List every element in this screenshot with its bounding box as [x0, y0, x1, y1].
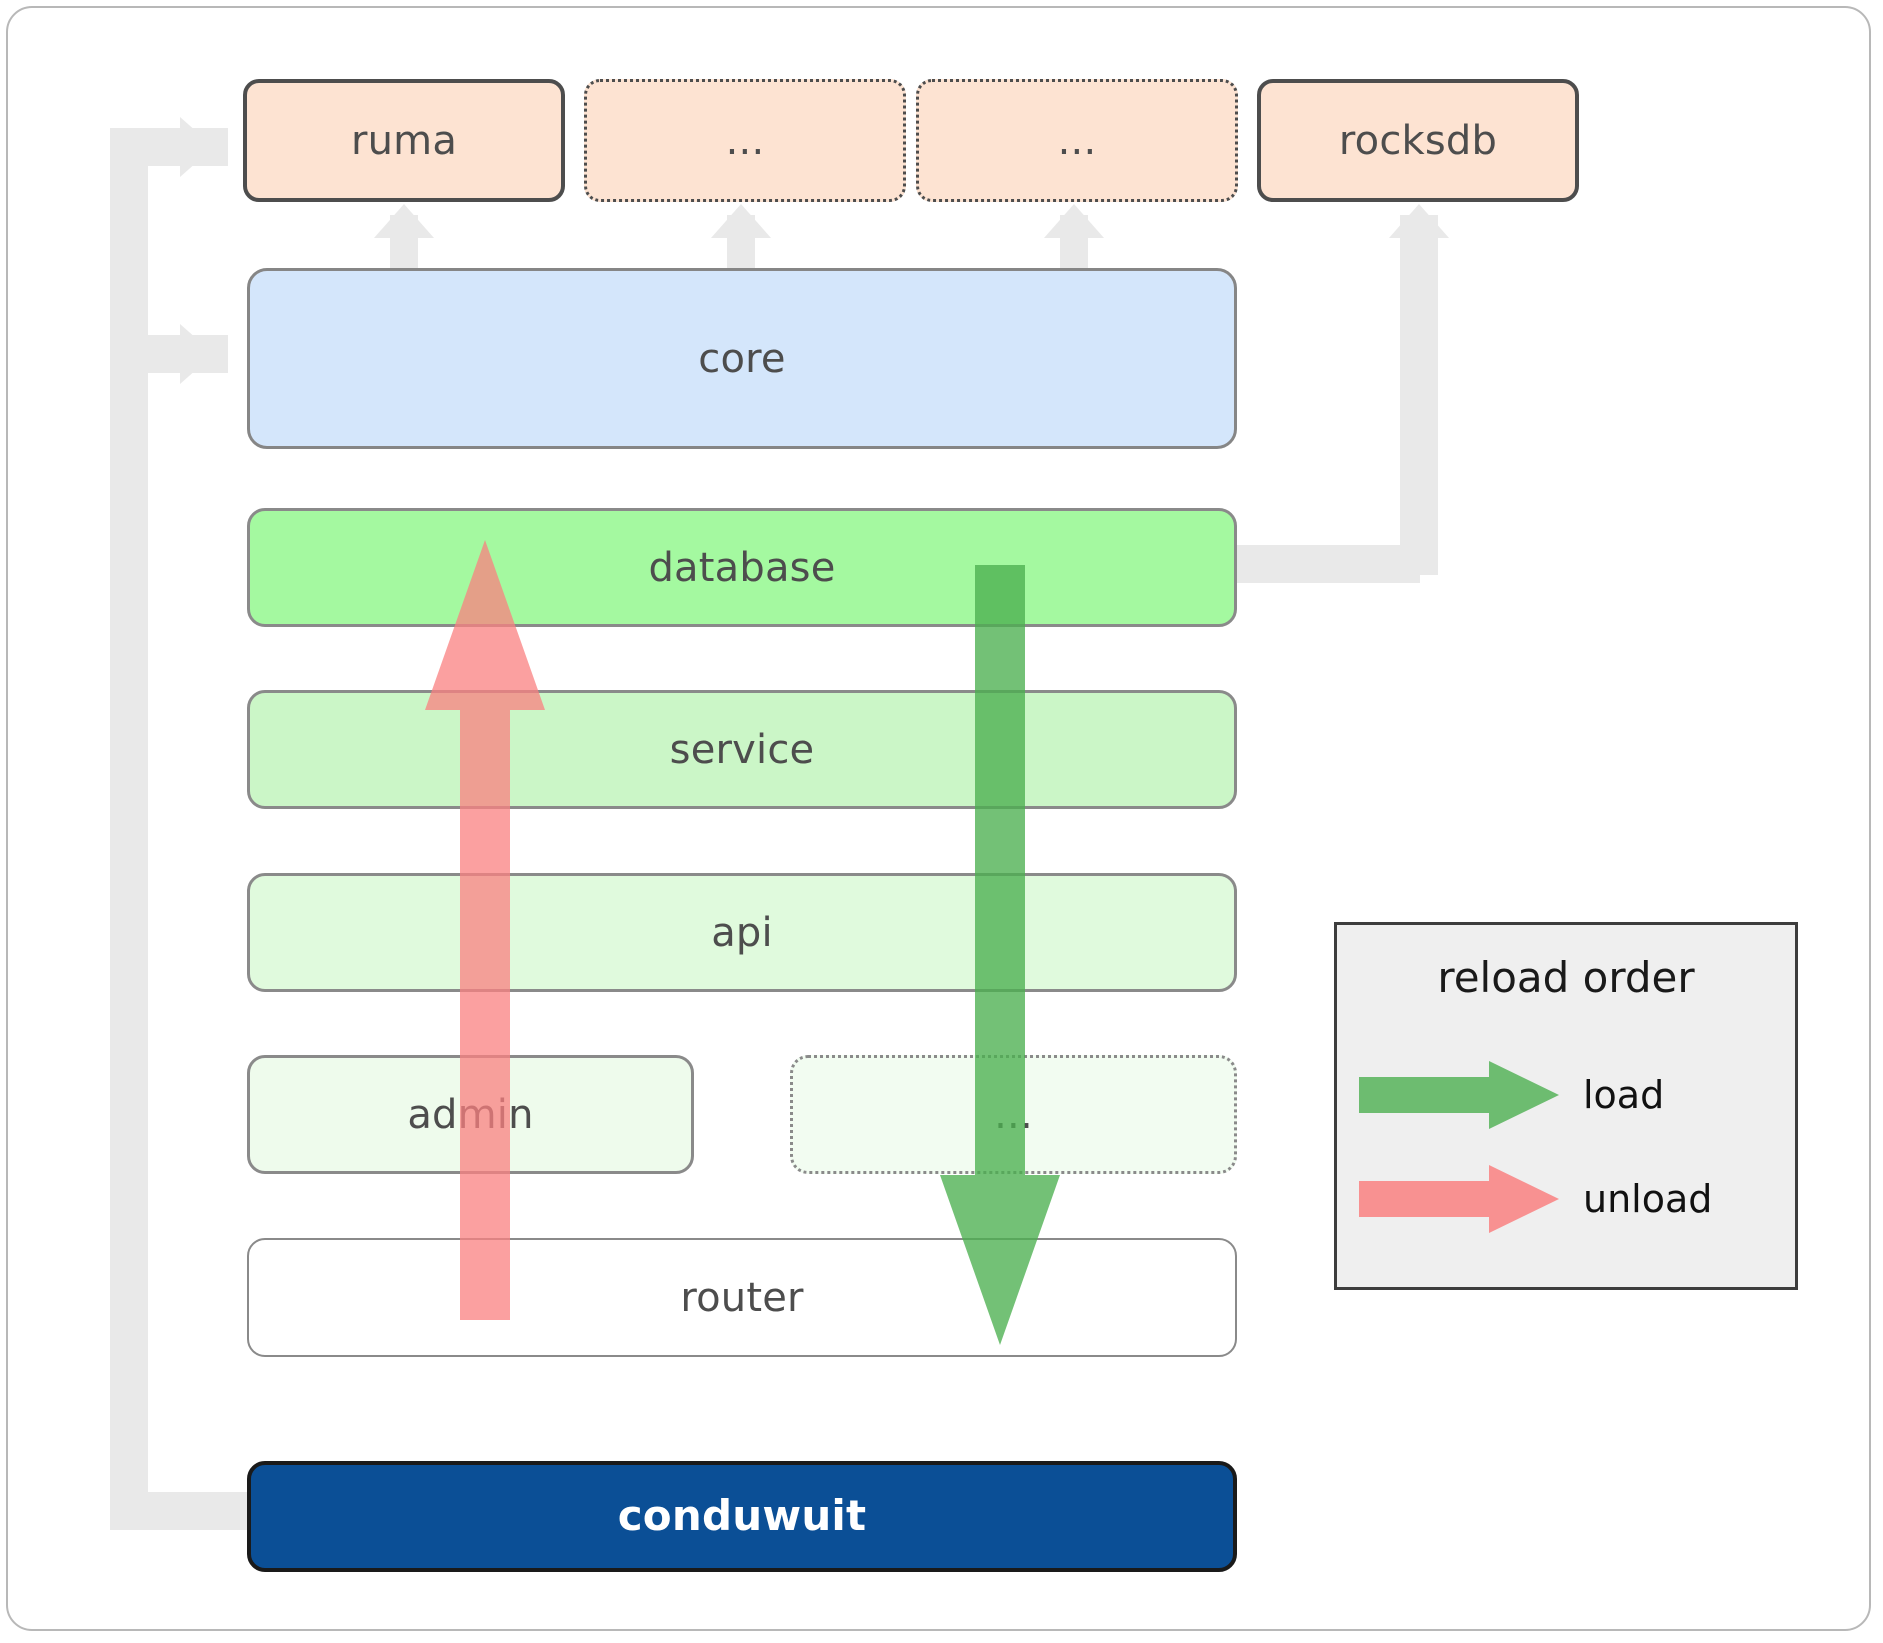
- node-service[interactable]: service: [247, 690, 1237, 809]
- connector-arrow-up-dep2-icon: [711, 204, 771, 238]
- connector-trunk-to-conduwuit: [110, 1492, 250, 1530]
- connector-database-to-rocksdb-horizontal: [1230, 545, 1420, 583]
- connector-arrow-up-ruma-icon: [374, 204, 434, 238]
- node-dep-3-label: ...: [1057, 117, 1097, 164]
- node-rocksdb[interactable]: rocksdb: [1257, 79, 1579, 202]
- legend-unload-arrow-icon: [1359, 1165, 1559, 1233]
- node-router-label: router: [680, 1274, 804, 1321]
- node-admin-row-dep-label: ...: [994, 1091, 1033, 1138]
- legend-load-arrow-icon: [1359, 1061, 1559, 1129]
- legend-unload-label: unload: [1583, 1177, 1713, 1221]
- node-dep-2-label: ...: [725, 117, 765, 164]
- node-admin-row-dep[interactable]: ...: [790, 1055, 1237, 1174]
- legend-item-unload: unload: [1359, 1157, 1779, 1241]
- connector-arrow-core-icon: [180, 324, 214, 384]
- connector-arrow-ruma-icon: [180, 117, 214, 177]
- connector-database-to-rocksdb-vertical: [1400, 215, 1438, 575]
- node-core-label: core: [698, 335, 786, 382]
- node-database-label: database: [648, 544, 836, 591]
- node-dep-2[interactable]: ...: [584, 79, 906, 202]
- node-router[interactable]: router: [247, 1238, 1237, 1357]
- node-api-label: api: [711, 909, 773, 956]
- connector-arrow-up-rocksdb-icon: [1389, 204, 1449, 238]
- node-ruma[interactable]: ruma: [243, 79, 565, 202]
- diagram-frame: [6, 6, 1871, 1631]
- node-database[interactable]: database: [247, 508, 1237, 627]
- node-ruma-label: ruma: [350, 117, 458, 164]
- node-admin[interactable]: admin: [247, 1055, 694, 1174]
- node-rocksdb-label: rocksdb: [1338, 117, 1498, 164]
- legend-load-label: load: [1583, 1073, 1665, 1117]
- node-dep-3[interactable]: ...: [916, 79, 1238, 202]
- node-conduwuit[interactable]: conduwuit: [247, 1461, 1237, 1572]
- legend-panel: reload order load unload: [1334, 922, 1798, 1290]
- legend-title: reload order: [1437, 953, 1695, 1002]
- node-api[interactable]: api: [247, 873, 1237, 992]
- node-admin-label: admin: [407, 1091, 534, 1138]
- legend-item-load: load: [1359, 1053, 1779, 1137]
- node-conduwuit-label: conduwuit: [617, 1491, 867, 1541]
- connector-arrow-up-dep3-icon: [1044, 204, 1104, 238]
- node-core[interactable]: core: [247, 268, 1237, 449]
- node-service-label: service: [669, 726, 815, 773]
